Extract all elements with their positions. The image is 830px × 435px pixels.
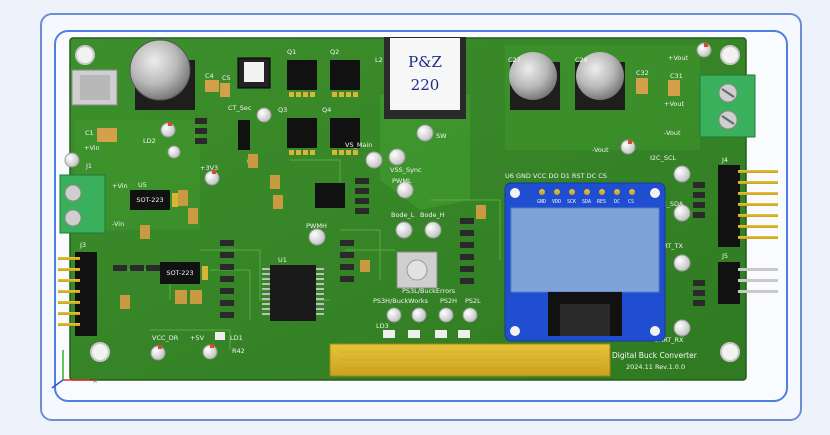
label-i2c-scl: I2C_SCL [650, 154, 677, 162]
label-j4: J4 [721, 156, 728, 164]
label-q3: Q3 [278, 106, 287, 114]
label-u5: U5 [138, 181, 147, 189]
oled-pin-gnd: GND [537, 199, 546, 205]
label-vs-main: VS_Main [345, 141, 372, 149]
label-c4: C4 [205, 72, 214, 80]
mounting-holes [75, 45, 740, 362]
gate-driver-ic [315, 183, 345, 208]
label-ct-sec: CT_Sec [228, 104, 252, 112]
label-3v3: +3V3 [200, 164, 218, 172]
label-vcc-dr: VCC_DR [152, 334, 179, 342]
oled-pin-sck: SCK [567, 199, 576, 205]
label-c28: C28 [575, 56, 588, 64]
label-j3: J3 [79, 241, 86, 249]
label-vin-plus-tp: +Vin [84, 144, 100, 152]
label-sot2: SOT-223 [166, 269, 193, 277]
label-ps2h: PS2H [440, 297, 457, 305]
oled-display-module: U6 GND VCC DO D1 RST DC CS GND VDD SCK S… [504, 172, 666, 342]
label-ld2: LD2 [143, 137, 156, 145]
label-vout-minus-2: -Vout [592, 146, 609, 154]
capacitor-c4 [129, 39, 195, 110]
label-vout-minus: -Vout [664, 129, 681, 137]
label-ld3: LD3 [376, 322, 389, 330]
oled-pin-dc: DC [614, 199, 620, 205]
oled-screen [510, 207, 660, 293]
board-revision: 2024.11 Rev.1.0.0 [626, 363, 685, 371]
label-sot1: SOT-223 [136, 196, 163, 204]
mosfet-array: Q1 Q2 Q3 Q4 [278, 48, 360, 155]
test-points [64, 42, 712, 361]
label-l2: L2 [375, 56, 383, 64]
label-i2c-sda: I2C_SDA [656, 200, 684, 208]
label-j5: J5 [721, 252, 728, 260]
label-vout-plus: +Vout [664, 100, 684, 108]
input-terminal-block [59, 174, 106, 234]
label-c5: C5 [222, 74, 231, 82]
header-j3: J3 [58, 241, 97, 336]
oled-pin-cs: CS [628, 199, 634, 205]
svg-text:×: × [92, 377, 98, 385]
label-uart-tx: UART_TX [654, 242, 683, 250]
inductor-l2: L2 P&Z 220 [375, 37, 466, 119]
mcu-u1: U1 [262, 256, 324, 321]
header-j5: J5 [718, 252, 778, 304]
output-capacitors: C27 C28 C32 C31 [508, 52, 683, 110]
label-uart-rx: UART_RX [654, 336, 684, 344]
label-vin-plus: +Vin [112, 182, 128, 190]
oled-pin-sda: SDA [582, 199, 591, 205]
label-vss-sync: VSS_Sync [390, 166, 422, 174]
label-pwmh: PWMH [306, 222, 327, 230]
label-c32: C32 [636, 69, 649, 77]
label-vout-plus-top: +Vout [668, 54, 688, 62]
regulator-sot2: SOT-223 [160, 262, 208, 284]
label-bode-h: Bode_H [420, 211, 445, 219]
axis-triad-icon: × [51, 350, 98, 389]
label-ld1: LD1 [230, 334, 243, 342]
label-r42: R42 [232, 347, 245, 355]
label-u1: U1 [278, 256, 287, 264]
label-c31: C31 [670, 72, 683, 80]
inductor-text-line1: P&Z [408, 53, 442, 71]
board-title: Digital Buck Converter [612, 351, 698, 360]
label-vin-minus: -Vin [112, 220, 124, 228]
output-terminal-block [699, 74, 756, 138]
smd-passives [113, 118, 705, 318]
oled-pin-labels: GND VDD SCK SDA RES DC CS [537, 199, 634, 205]
label-ps3h: PS3H/BuckWorks [373, 297, 429, 305]
push-button[interactable] [396, 251, 438, 289]
label-q2: Q2 [330, 48, 339, 56]
label-pwml: PWML [392, 177, 412, 185]
header-j4: J4 [718, 156, 778, 247]
label-q1: Q1 [287, 48, 296, 56]
label-c27: C27 [508, 56, 521, 64]
label-c1: C1 [85, 129, 94, 137]
label-5v: +5V [190, 334, 205, 342]
led-indicators [215, 330, 470, 340]
regulator-u5: U5 SOT-223 [130, 181, 178, 210]
oled-pin-vdd: VDD [552, 199, 561, 205]
oled-pin-res: RES [597, 199, 606, 205]
label-sw: SW [436, 132, 447, 140]
label-j1: J1 [85, 162, 92, 170]
inductor-text-line2: 220 [411, 76, 440, 94]
label-ps3l: PS3L/BuckErrors [402, 287, 456, 295]
label-ps2l: PS2L [465, 297, 481, 305]
label-bode-l: Bode_L [391, 211, 415, 219]
label-q4: Q4 [322, 106, 331, 114]
oled-header-text: U6 GND VCC DO D1 RST DC CS [505, 172, 607, 180]
